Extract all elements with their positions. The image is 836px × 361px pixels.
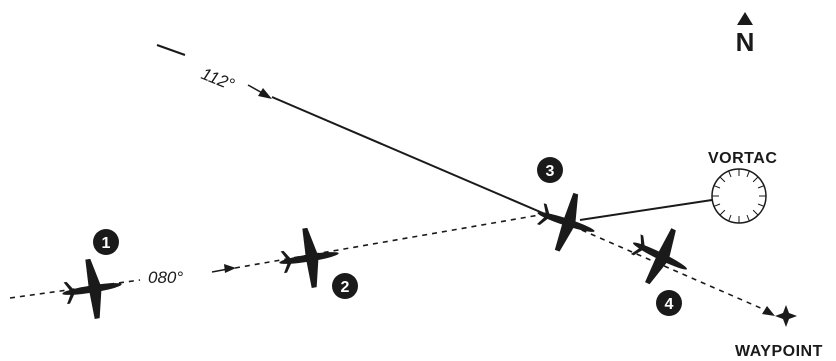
aircraft-4-badge: 4 bbox=[656, 290, 682, 316]
waypoint-star-icon bbox=[775, 305, 797, 327]
svg-text:3: 3 bbox=[546, 163, 555, 180]
north-label: N bbox=[736, 27, 755, 57]
arrow-icon bbox=[224, 264, 236, 273]
track-course-label: 080° bbox=[148, 268, 183, 287]
aircraft-1-badge: 1 bbox=[93, 229, 119, 255]
waypoint-label: WAYPOINT bbox=[735, 343, 823, 360]
inbound-radial-line bbox=[156, 44, 546, 215]
svg-text:4: 4 bbox=[665, 296, 674, 313]
svg-text:1: 1 bbox=[102, 235, 111, 252]
aircraft-1-icon bbox=[57, 254, 127, 324]
aircraft-2-badge: 2 bbox=[332, 273, 358, 299]
aircraft-3-badge: 3 bbox=[537, 157, 563, 183]
aircraft-4-icon bbox=[619, 215, 701, 297]
svg-text:2: 2 bbox=[341, 279, 350, 296]
arrow-icon bbox=[762, 306, 775, 316]
north-arrow-icon bbox=[737, 12, 753, 25]
vortac-compass-icon bbox=[711, 168, 767, 224]
radial-to-vortac-line bbox=[579, 199, 713, 221]
inbound-radial-label: 112° bbox=[199, 64, 238, 94]
arrow-icon bbox=[258, 88, 272, 99]
aircraft-3-icon bbox=[528, 184, 604, 260]
vortac-label: VORTAC bbox=[708, 150, 777, 167]
